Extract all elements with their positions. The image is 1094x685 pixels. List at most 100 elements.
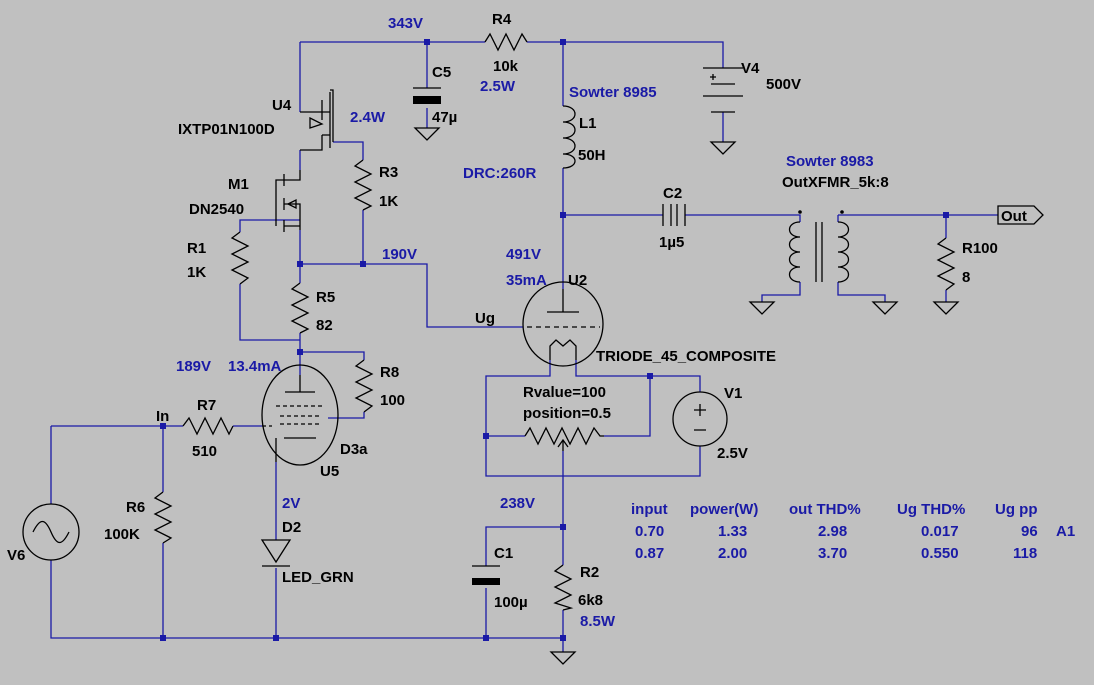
c2-ref: C2 — [663, 185, 682, 202]
cell: 0.550 — [921, 545, 959, 562]
r2-resistor[interactable] — [553, 564, 574, 611]
labels: 343V R4 10k 2.5W C5 47µ V4 500V U4 IXTP0… — [7, 11, 1027, 630]
r4-power: 2.5W — [480, 78, 516, 95]
heater-pot[interactable] — [524, 426, 604, 451]
d2-voltage: 2V — [282, 495, 300, 512]
net-491v: 491V — [506, 246, 541, 263]
ground-symbols — [413, 127, 960, 665]
d2-led[interactable] — [260, 539, 292, 567]
r7-resistor[interactable] — [182, 416, 234, 436]
v4-ref: V4 — [741, 60, 760, 77]
c2-value: 1µ5 — [659, 234, 684, 251]
u2-part: TRIODE_45_COMPOSITE — [596, 348, 776, 365]
cell: 0.87 — [635, 545, 664, 562]
u4-power: 2.4W — [350, 109, 386, 126]
r7-ref: R7 — [197, 397, 216, 414]
u4-mosfet[interactable] — [300, 89, 334, 151]
r8-ref: R8 — [380, 364, 399, 381]
r4-resistor[interactable] — [484, 32, 528, 52]
pot-position: position=0.5 — [523, 405, 611, 422]
note-a1: A1 — [1056, 523, 1075, 540]
c1-ref: C1 — [494, 545, 513, 562]
m1-part: DN2540 — [189, 201, 244, 218]
r5-value: 82 — [316, 317, 333, 334]
d2-part: LED_GRN — [282, 569, 354, 586]
c2-capacitor[interactable] — [662, 204, 686, 226]
output-transformer[interactable] — [788, 210, 850, 283]
r6-ref: R6 — [126, 499, 145, 516]
v1-value: 2.5V — [717, 445, 748, 462]
r2-value: 6k8 — [578, 592, 603, 609]
v4-battery[interactable] — [703, 67, 743, 113]
r7-value: 510 — [192, 443, 217, 460]
junctions — [160, 39, 949, 641]
cell: 96 — [1021, 523, 1038, 540]
r100-value: 8 — [962, 269, 970, 286]
r2-ref: R2 — [580, 564, 599, 581]
c1-value: 100µ — [494, 594, 528, 611]
v4-value: 500V — [766, 76, 801, 93]
r1-ref: R1 — [187, 240, 206, 257]
cell: 1.33 — [718, 523, 747, 540]
cell: 2.00 — [718, 545, 747, 562]
l1-part: Sowter 8985 — [569, 84, 657, 101]
r5-ref: R5 — [316, 289, 335, 306]
r1-resistor[interactable] — [230, 231, 250, 285]
r6-value: 100K — [104, 526, 140, 543]
u2-triode[interactable] — [522, 281, 604, 367]
v1-ref: V1 — [724, 385, 742, 402]
col-header-input: input — [631, 501, 668, 518]
r6-resistor[interactable] — [153, 491, 173, 544]
cell: 0.017 — [921, 523, 959, 540]
net-190v: 190V — [382, 246, 417, 263]
m1-ref: M1 — [228, 176, 249, 193]
d2-ref: D2 — [282, 519, 301, 536]
u5-part: D3a — [340, 441, 368, 458]
l1-inductor[interactable] — [562, 105, 576, 169]
l1-value: 50H — [578, 147, 606, 164]
c5-capacitor[interactable] — [413, 87, 441, 104]
u5-ref: U5 — [320, 463, 339, 480]
u2-ref: U2 — [568, 272, 587, 289]
t1-model: OutXFMR_5k:8 — [782, 174, 889, 191]
l1-dcr: DRC:260R — [463, 165, 537, 182]
results-table: input power(W) out THD% Ug THD% Ug pp 0.… — [631, 501, 1075, 562]
r4-value: 10k — [493, 58, 519, 75]
r8-resistor[interactable] — [354, 359, 374, 413]
u5-tube[interactable] — [261, 364, 339, 466]
col-header-out-thd: out THD% — [789, 501, 861, 518]
u4-ref: U4 — [272, 97, 292, 114]
t1-part: Sowter 8983 — [786, 153, 874, 170]
r8-value: 100 — [380, 392, 405, 409]
c5-ref: C5 — [432, 64, 451, 81]
v1-source[interactable] — [672, 391, 728, 447]
col-header-ug-thd: Ug THD% — [897, 501, 965, 518]
r5-resistor[interactable] — [290, 282, 310, 334]
m1-mosfet[interactable] — [275, 170, 301, 232]
v6-source[interactable] — [22, 503, 80, 561]
pot-rvalue: Rvalue=100 — [523, 384, 606, 401]
col-header-ug-pp: Ug pp — [995, 501, 1038, 518]
c1-capacitor[interactable] — [472, 565, 500, 585]
net-in: In — [156, 408, 169, 425]
r2-power: 8.5W — [580, 613, 616, 630]
cell: 0.70 — [635, 523, 664, 540]
out-port[interactable] — [997, 205, 1044, 225]
l1-ref: L1 — [579, 115, 597, 132]
r3-ref: R3 — [379, 164, 398, 181]
r3-value: 1K — [379, 193, 398, 210]
r100-resistor[interactable] — [936, 237, 956, 291]
cell: 118 — [1013, 545, 1037, 562]
r100-ref: R100 — [962, 240, 998, 257]
c5-value: 47µ — [432, 109, 457, 126]
net-ug: Ug — [475, 310, 495, 327]
r1-value: 1K — [187, 264, 206, 281]
r3-resistor[interactable] — [353, 159, 373, 211]
net-189v: 189V — [176, 358, 211, 375]
out-label: Out — [1001, 208, 1027, 225]
v6-ref: V6 — [7, 547, 25, 564]
r4-ref: R4 — [492, 11, 512, 28]
net-238v: 238V — [500, 495, 535, 512]
net-35ma: 35mA — [506, 272, 547, 289]
